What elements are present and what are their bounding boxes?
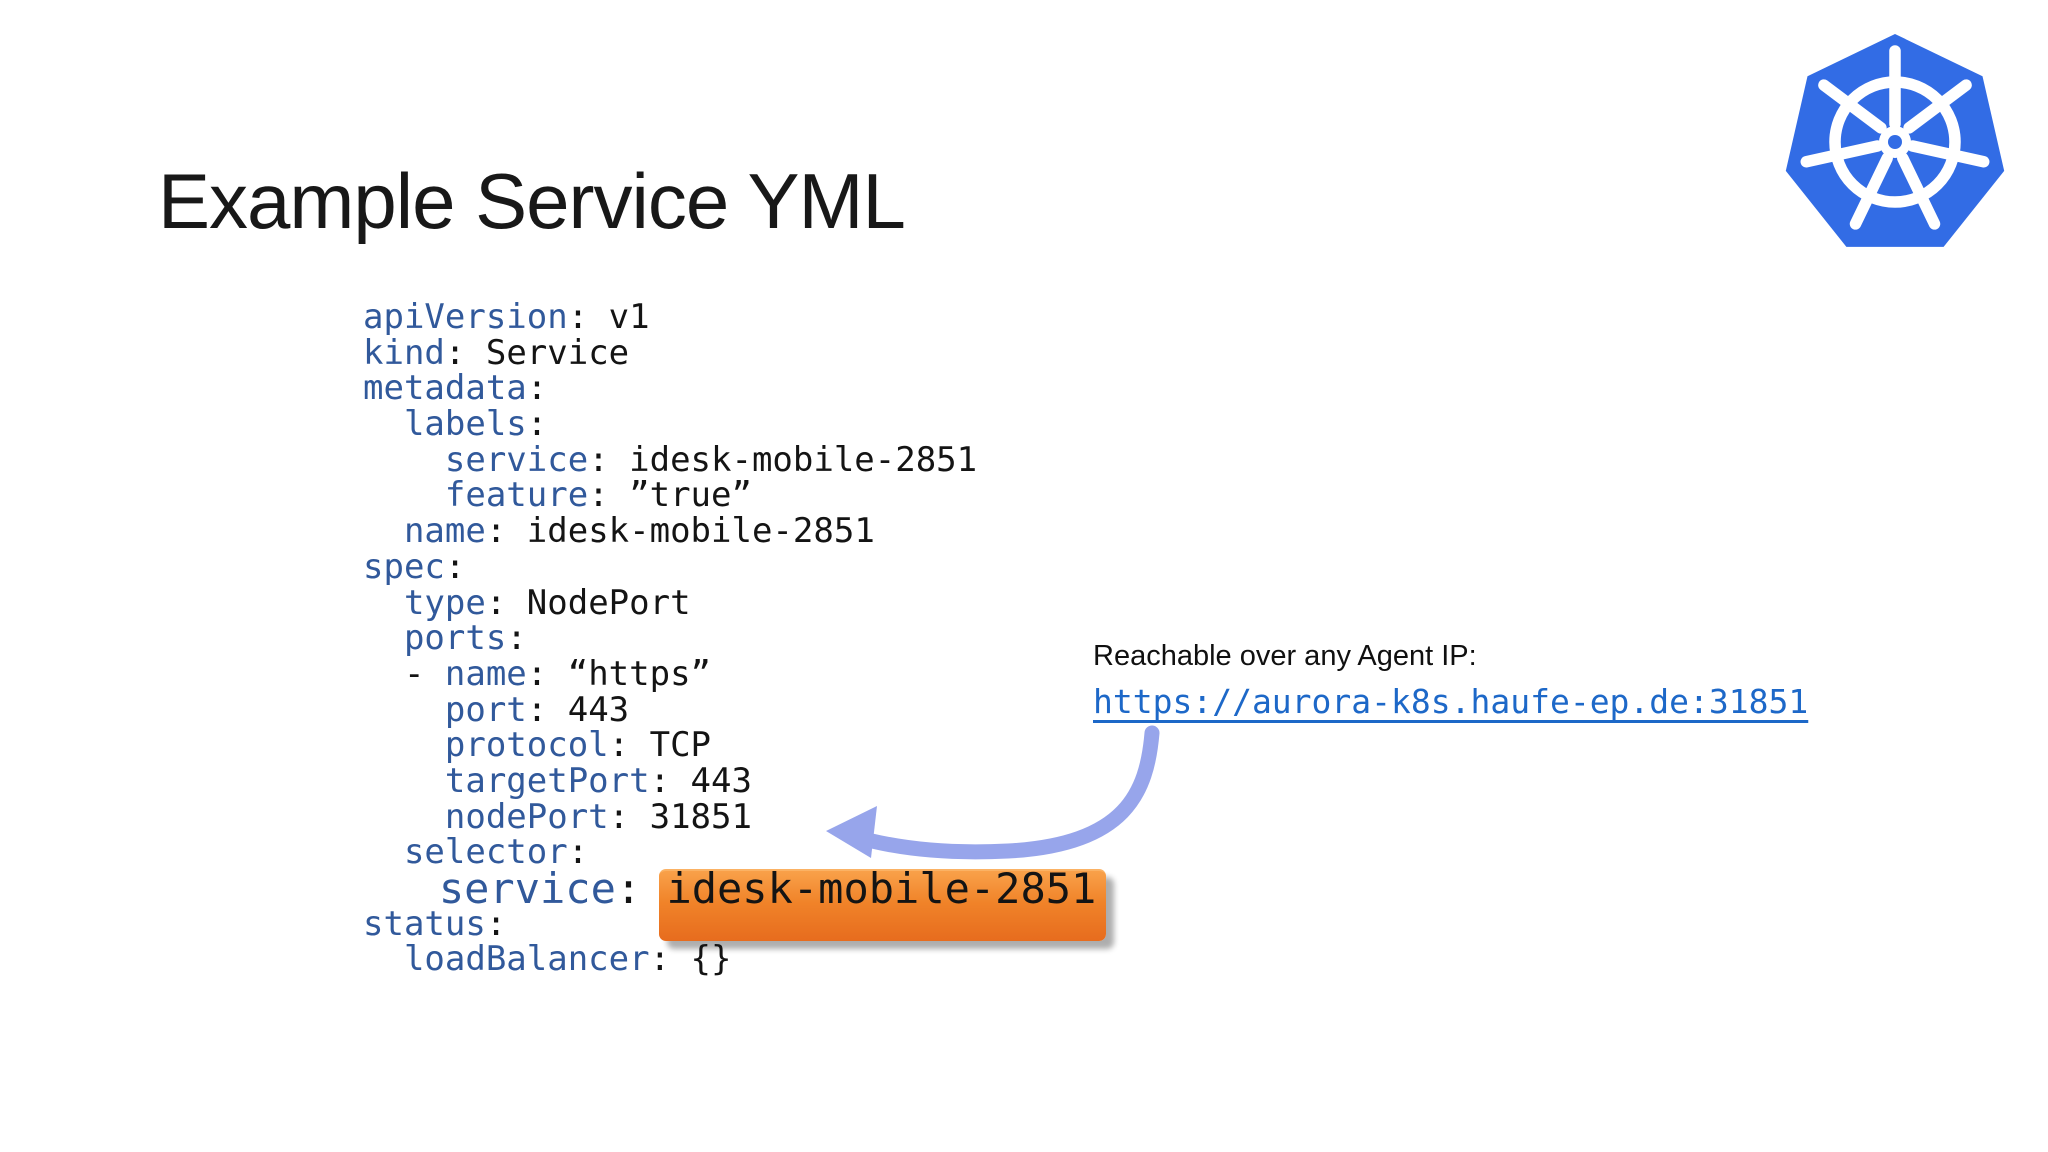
code-line: status:: [363, 903, 507, 944]
annotation-label: Reachable over any Agent IP:: [1093, 640, 1477, 672]
page-title: Example Service YML: [158, 157, 906, 246]
code-line: ports:: [403, 618, 527, 659]
code-line: kind: Service: [363, 332, 630, 373]
code-line: name: idesk-mobile-2851: [403, 511, 875, 552]
code-line: service: idesk-mobile-2851: [444, 439, 978, 480]
wheel-hub-hole: [1888, 135, 1902, 149]
code-line: labels:: [403, 404, 548, 445]
code-line: apiVersion: v1: [363, 297, 650, 337]
code-line: spec:: [363, 546, 466, 587]
code-line: selector:: [403, 832, 589, 873]
agent-ip-link[interactable]: https://aurora-k8s.haufe-ep.de:31851: [1093, 682, 1809, 721]
code-line: type: NodePort: [403, 582, 691, 623]
code-line: nodePort: 31851: [444, 796, 752, 837]
kubernetes-logo-icon: [1785, 34, 2005, 247]
code-line: metadata:: [363, 368, 548, 409]
kubernetes-helm-wheel: [1800, 45, 1990, 230]
code-line: protocol: TCP: [444, 725, 712, 766]
highlight-box: [659, 869, 1106, 941]
code-line: loadBalancer: {}: [403, 939, 732, 980]
code-line: port: 443: [444, 689, 630, 730]
code-line-highlighted: service: idesk-mobile-2851: [438, 864, 1097, 913]
code-line: targetPort: 443: [444, 760, 752, 801]
code-line: - name: “https”: [363, 653, 712, 694]
code-line: feature: ”true”: [444, 475, 752, 516]
